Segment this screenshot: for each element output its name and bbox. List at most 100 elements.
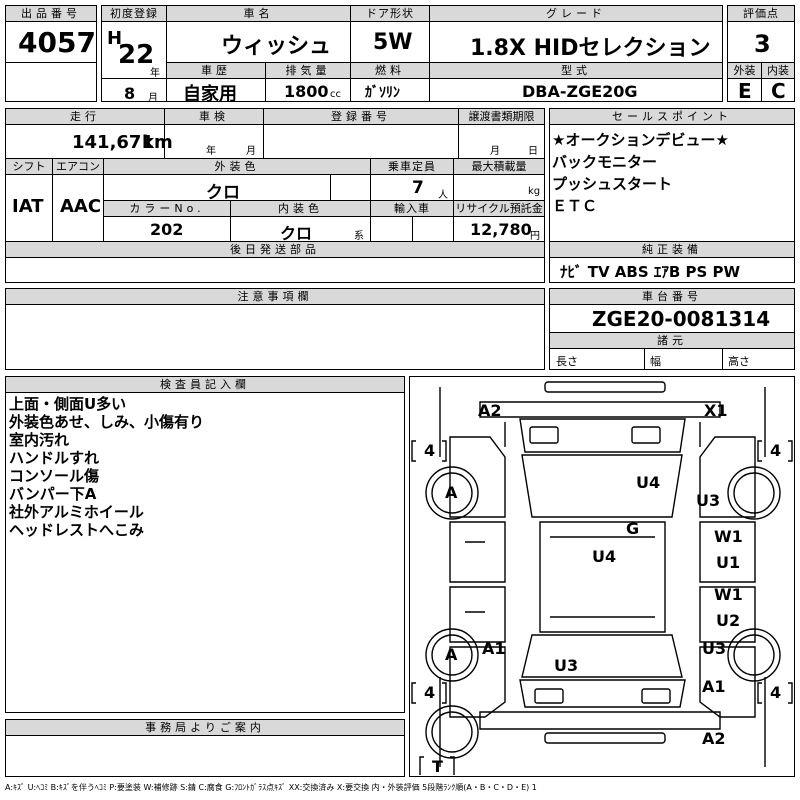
legend: A:ｷｽﾞ U:ﾍｺﾐ B:ｷｽﾞを伴うﾍｺﾐ P:要塗装 W:補修跡 S:錆 … <box>5 783 537 792</box>
score-value: 3 <box>754 30 771 58</box>
recycle-value: 12,780 <box>470 220 532 239</box>
note-line: ハンドルすれ <box>9 449 100 467</box>
chassis-box: 車台番号 ZGE20-0081314 諸元 長さ 幅 高さ <box>549 288 795 370</box>
sales-item: プッシュスタート <box>552 175 673 193</box>
load-label: 最大積載量 <box>454 159 544 175</box>
ac-label: エアコン <box>53 159 103 175</box>
reg-month: 8 <box>124 84 136 103</box>
capacity-unit: 人 <box>438 190 448 201</box>
model-value: DBA-ZGE20G <box>522 82 638 101</box>
color-label: 外装色 <box>104 159 370 175</box>
dims-label: 諸元 <box>550 333 794 349</box>
intcolor-label: 内装色 <box>231 201 370 217</box>
mileage-unit: km <box>142 132 173 153</box>
note-line: 室内汚れ <box>9 431 70 449</box>
intcolor-unit: 系 <box>354 231 364 242</box>
note-line: バンパー下A <box>9 485 97 503</box>
model-box: 型式 DBA-ZGE20G <box>429 62 723 102</box>
ac-value: AAC <box>60 196 102 217</box>
mark-u1: U1 <box>716 553 741 572</box>
disp-box: 排気量 1800 cc <box>265 62 351 102</box>
lot-label: 出品番号 <box>6 6 96 22</box>
caution-label: 注意事項欄 <box>6 289 544 305</box>
note-line: 外装色あせ、しみ、小傷有り <box>9 413 205 431</box>
mark-a1-right: A1 <box>702 677 726 696</box>
sales-list: ★オークションデビュー★ バックモニター プッシュスタート ＥＴＣ <box>552 129 729 217</box>
sales-item: ★オークションデビュー★ <box>552 131 729 149</box>
note-line: 上面・側面U多い <box>9 395 127 413</box>
disp-value: 1800 <box>284 82 329 101</box>
door-box: ドア形状 5W <box>350 5 430 63</box>
spare-tire: T <box>432 757 443 776</box>
sales-item: ＥＴＣ <box>552 197 598 215</box>
regno-label: 登録番号 <box>264 109 458 125</box>
mark-u4-center: U4 <box>592 547 617 566</box>
reg-year-unit: 年 <box>150 68 160 79</box>
int-label: 内装 <box>762 63 794 79</box>
disp-label: 排気量 <box>266 63 350 79</box>
grade-value: 1.8X HIDセレクション <box>470 36 711 61</box>
shift-label: シフト <box>6 159 52 175</box>
lot-box: 出品番号 4057 <box>5 5 97 63</box>
car-outline <box>411 381 793 775</box>
score-label: 評価点 <box>728 6 794 22</box>
inspect-label: 車検 <box>165 109 263 125</box>
history-label: 車歴 <box>167 63 265 79</box>
load-unit: kg <box>528 186 541 197</box>
reg-month-unit: 月 <box>148 93 158 104</box>
tire-fl: 4 <box>424 441 436 460</box>
inspector-label: 検査員記入欄 <box>6 377 404 393</box>
fuel-label: 燃料 <box>351 63 429 79</box>
mileage-value: 141,671 <box>72 132 154 153</box>
door-label: ドア形状 <box>351 6 429 22</box>
car-diagram: A2 X1 U4 U3 G U4 W1 U1 W1 U2 A1 U3 U3 A1… <box>409 376 795 777</box>
office-box: 事務局よりご案内 <box>5 719 405 777</box>
note-line: コンソール傷 <box>9 467 100 485</box>
reg-year: 22 <box>118 40 155 70</box>
mid-section <box>5 108 545 283</box>
dims-height: 高さ <box>728 355 750 368</box>
fuel-value: ｶﾞｿﾘﾝ <box>365 85 400 101</box>
lot-number: 4057 <box>18 26 96 59</box>
name-label: 車名 <box>167 6 350 22</box>
mark-u3-r: U3 <box>696 491 721 510</box>
shift-value: IAT <box>12 196 44 217</box>
fuel-box: 燃料 ｶﾞｿﾘﾝ <box>350 62 430 102</box>
mark-a2-bottom: A2 <box>702 729 726 748</box>
import-label: 輸入車 <box>371 201 453 217</box>
chassis-value: ZGE20-0081314 <box>592 307 771 331</box>
model-label: 型式 <box>430 63 722 79</box>
mark-x1: X1 <box>704 401 728 420</box>
note-line: ヘッドレストへこみ <box>9 521 145 539</box>
inspect-month: 月 <box>246 146 256 157</box>
mark-w1-a: W1 <box>714 527 743 546</box>
capacity-value: 7 <box>412 178 424 198</box>
dims-width: 幅 <box>650 355 661 368</box>
inspector-box: 検査員記入欄 上面・側面U多い 外装色あせ、しみ、小傷有り 室内汚れ ハンドルす… <box>5 376 405 713</box>
capacity-label: 乗車定員 <box>371 159 453 175</box>
history-box: 車歴 自家用 <box>166 62 266 105</box>
mark-g: G <box>626 519 640 538</box>
equip-label: 純正装備 <box>550 242 794 258</box>
int-value: C <box>771 79 786 103</box>
mileage-label: 走行 <box>6 109 164 125</box>
grade-box: グレード 1.8X HIDセレクション <box>429 5 723 63</box>
mark-u3-rear: U3 <box>554 656 579 675</box>
note-line: 社外アルミホイール <box>9 503 144 521</box>
office-label: 事務局よりご案内 <box>6 720 404 736</box>
mark-a1-left: A1 <box>482 639 506 658</box>
transfer-label: 譲渡書類期限 <box>459 109 544 125</box>
ext-box: 外装 E <box>727 62 762 103</box>
sales-label: セールスポイント <box>550 109 794 125</box>
reg-box: 初度登録 H 22 年 8 月 <box>101 5 167 104</box>
later-label: 後日発送部品 <box>6 242 544 258</box>
recycle-unit: 円 <box>530 231 540 242</box>
reg-label: 初度登録 <box>102 6 166 22</box>
mark-u3-rear-right: U3 <box>702 639 727 658</box>
int-box: 内装 C <box>761 62 795 103</box>
transfer-month: 月 <box>490 146 500 157</box>
grade-label: グレード <box>430 6 722 22</box>
tire-rl: 4 <box>424 683 436 702</box>
mark-u4-roof: U4 <box>636 473 661 492</box>
mark-w1-b: W1 <box>714 585 743 604</box>
